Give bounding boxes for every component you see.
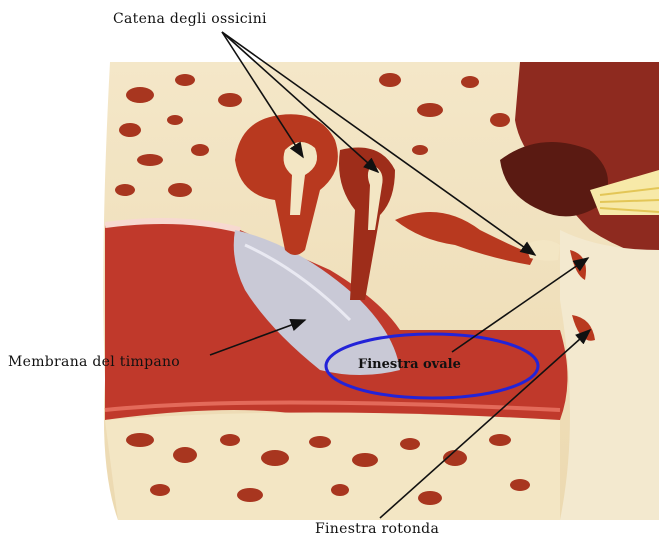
label-round-window: Finestra rotonda [315, 522, 439, 536]
lower-bone-texture [105, 413, 560, 521]
label-oval-window: Finestra ovale [358, 358, 461, 371]
label-ossicles-chain: Catena degli ossicini [113, 12, 267, 26]
label-tympanic-membrane: Membrana del timpano [8, 355, 180, 369]
